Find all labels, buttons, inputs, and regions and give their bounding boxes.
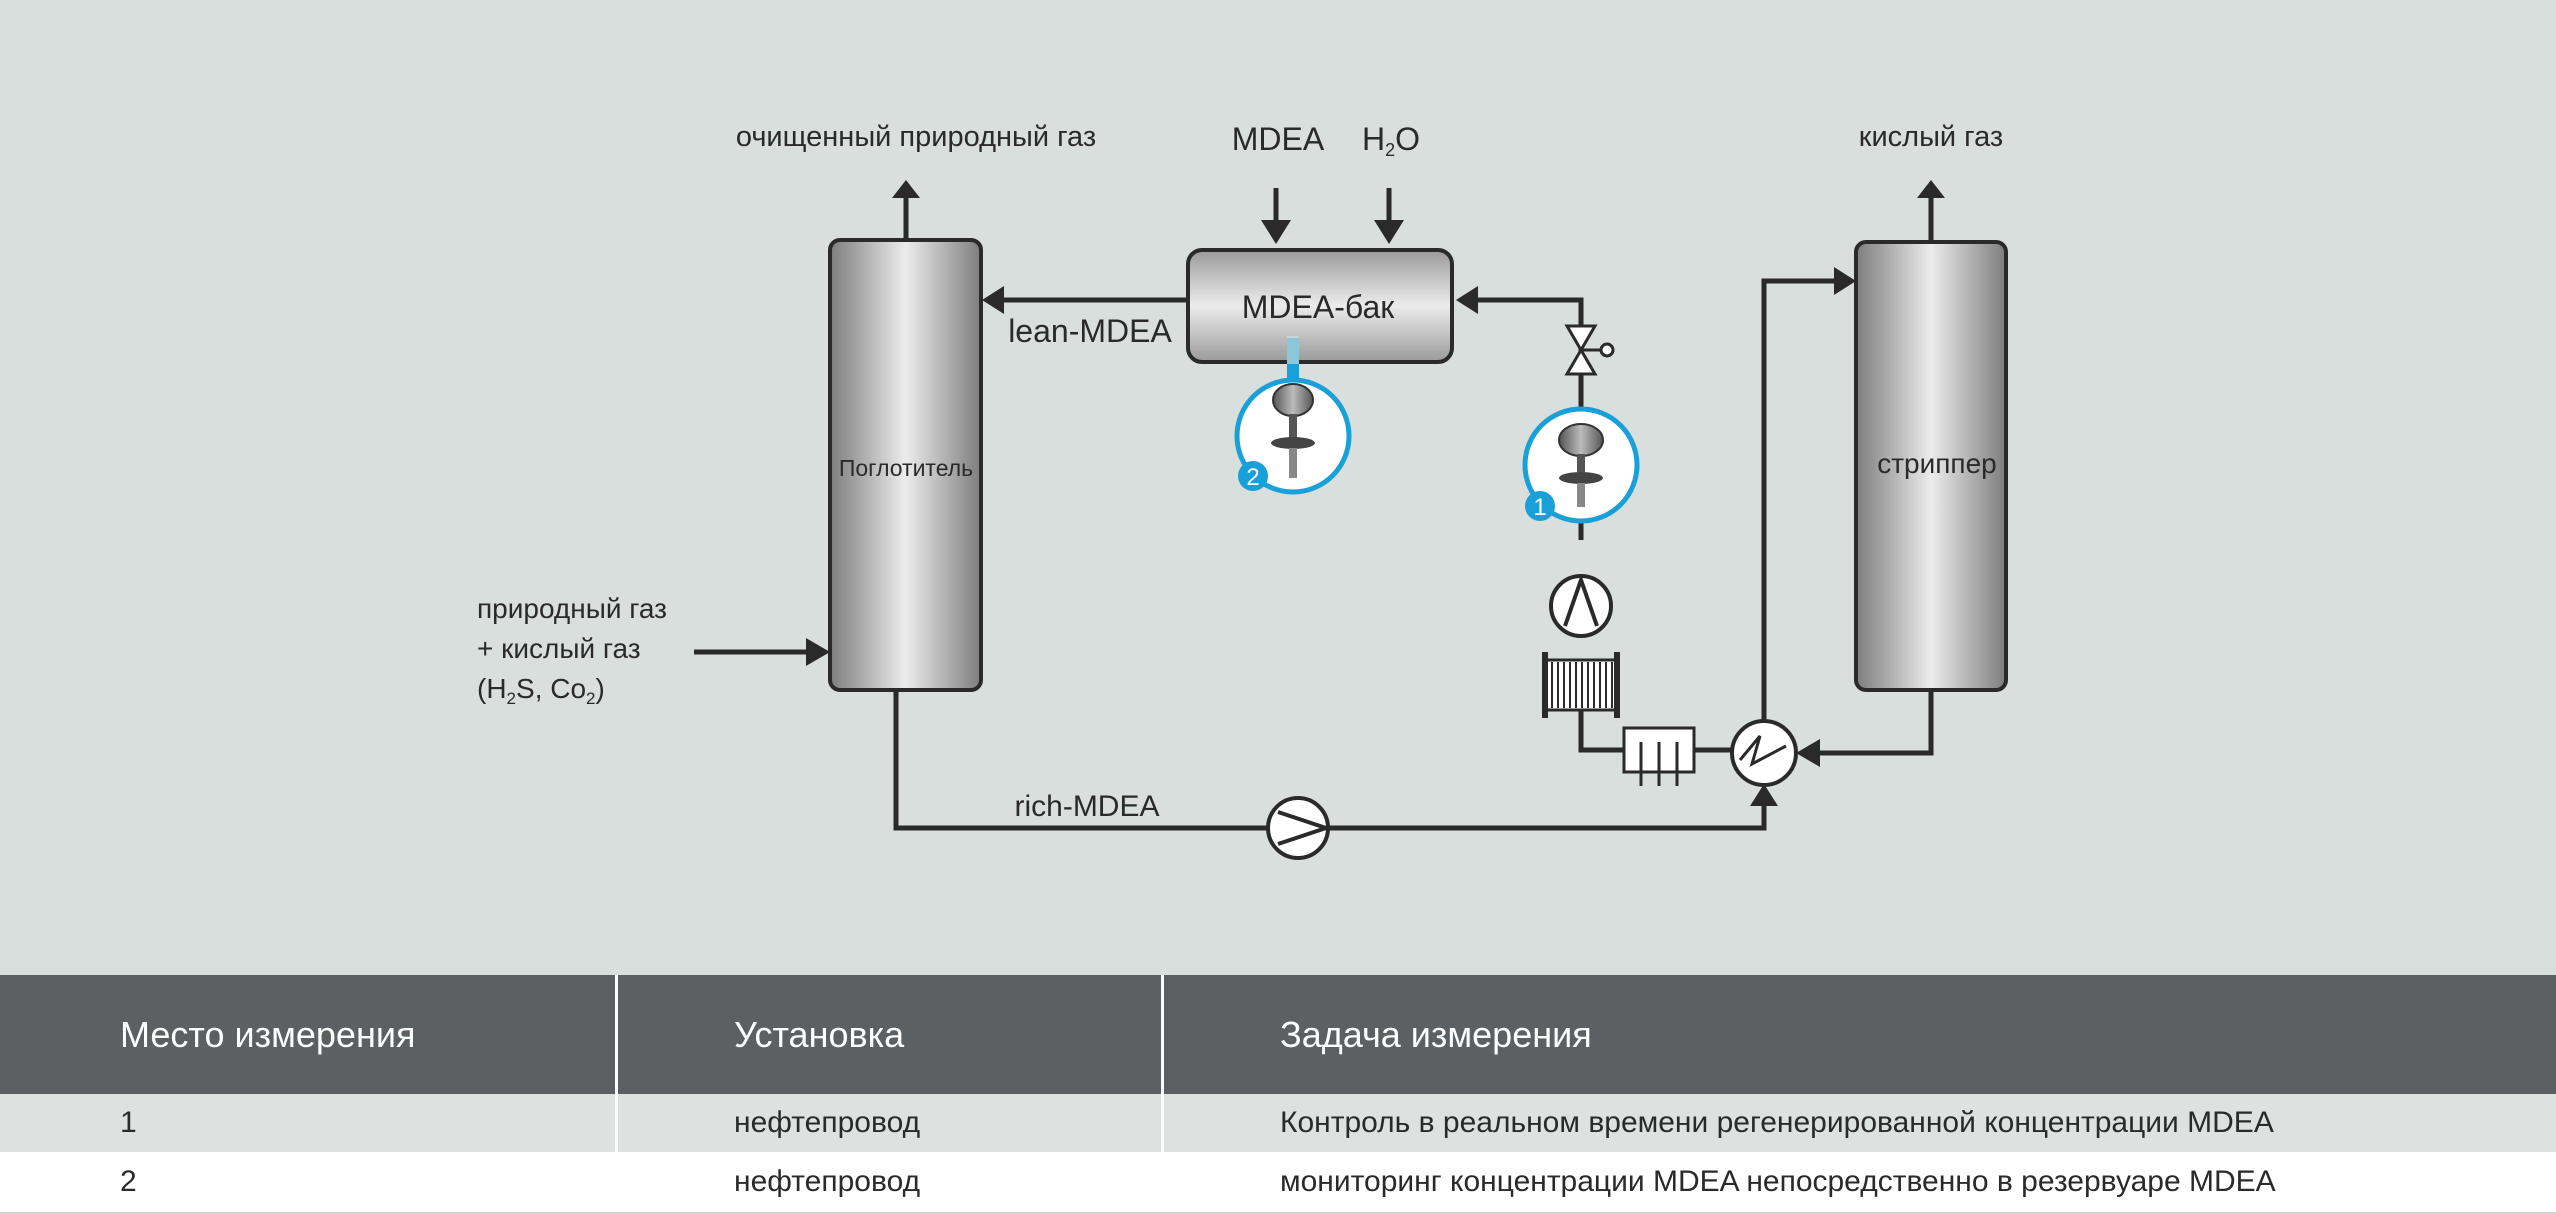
- mdea-tank: [1186, 248, 1454, 364]
- valve-upper: [1564, 324, 1598, 353]
- table-header-row: Место измерения Установка Задача измерен…: [0, 975, 2556, 1094]
- stripper-bottom-arrow: [1796, 739, 1820, 767]
- stripper-feed-arrow: [1834, 267, 1856, 295]
- sensor-2: 2: [1234, 377, 1352, 495]
- hx-body: [1730, 719, 1798, 787]
- header-installation: Установка: [734, 1013, 905, 1055]
- clean-gas-label: очищенный природный газ: [736, 121, 1096, 153]
- cooler-icon: [1542, 652, 1620, 718]
- return-to-tank-arrow: [1456, 286, 1478, 314]
- absorber-column: [828, 238, 983, 692]
- sensor-probe-2: [1289, 448, 1297, 478]
- row-1-installation: нефтепровод: [734, 1106, 921, 1139]
- sensor-head-2: [1272, 383, 1314, 417]
- sensor-stem-1: [1577, 454, 1585, 472]
- feed-label-line-3: (H2S, Co2): [477, 673, 605, 708]
- row-2-point: 2: [120, 1165, 137, 1198]
- pump-2-symbol: [1277, 810, 1333, 846]
- sensor-1: 1: [1522, 406, 1640, 524]
- mdea-feed-label: MDEA: [1232, 121, 1325, 157]
- absorber-label: Поглотитель: [839, 455, 973, 481]
- marker-2-label: 2: [1246, 464, 1259, 491]
- sensor-stem-2: [1289, 414, 1297, 440]
- cooler-fins: [1551, 662, 1613, 708]
- header-measure-point: Место измерения: [120, 1013, 416, 1055]
- valve-lower: [1564, 347, 1598, 376]
- valve-icon: [1564, 324, 1615, 376]
- pump-1-symbol: [1563, 573, 1599, 627]
- column-separator-1: [615, 975, 618, 1152]
- feed-label-line-1: природный газ: [477, 593, 667, 624]
- stripper-label: стриппер: [1877, 448, 1997, 479]
- feed-line3-sub1: 2: [507, 689, 516, 708]
- row-2-installation: нефтепровод: [734, 1165, 921, 1198]
- heat-exchanger-icon: [1730, 719, 1798, 787]
- marker-1-badge: [1525, 491, 1555, 521]
- process-diagram-svg: 2 1: [477, 121, 2008, 860]
- tank-sensor-stub-highlight: [1287, 336, 1299, 364]
- tank-label: MDEA-бак: [1242, 289, 1396, 325]
- row-1-point: 1: [120, 1106, 137, 1139]
- lean-mdea-arrow: [982, 286, 1004, 314]
- feed-gas-arrow: [806, 638, 830, 666]
- feed-line3-b: S, Co: [516, 673, 586, 704]
- feed-label-line-2: + кислый газ: [477, 633, 641, 664]
- acid-gas-arrow: [1917, 180, 1945, 198]
- rich-mdea-arrow: [1750, 784, 1778, 806]
- row-1-task: Контроль в реальном времени регенерирова…: [1280, 1106, 2274, 1139]
- pump-icon: [1549, 573, 1613, 638]
- sensor-head-1: [1558, 423, 1604, 457]
- h2o-tail: O: [1395, 121, 1420, 157]
- stripper-bottom-pipe: [1818, 690, 1934, 756]
- pump-icon: [1266, 796, 1333, 860]
- column-separator-2: [1161, 975, 1164, 1152]
- measurement-table: Место измерения Установка Задача измерен…: [0, 975, 2556, 1214]
- process-diagram: 2 1: [0, 0, 2556, 975]
- sensor-flange-2: [1271, 437, 1315, 449]
- table-row: 1 нефтепровод Контроль в реальном времен…: [0, 1094, 2556, 1152]
- stripper-feed-pipe: [1761, 278, 1836, 722]
- filter-icon: [1622, 726, 1696, 786]
- row-2-task: мониторинг концентрации MDEA непосредств…: [1280, 1165, 2276, 1198]
- clean-gas-arrow: [892, 180, 920, 198]
- h2o-sub: 2: [1385, 140, 1395, 160]
- sensor-probe-1: [1577, 483, 1585, 507]
- h2o-feed-arrow: [1374, 220, 1404, 244]
- header-task: Задача измерения: [1280, 1013, 1592, 1055]
- valve-actuator: [1599, 342, 1615, 358]
- stripper-column: [1854, 240, 2008, 692]
- pump-2-body: [1266, 796, 1330, 860]
- mdea-feed-arrow: [1261, 220, 1291, 244]
- h2o-label: H2O: [1362, 121, 1420, 160]
- feed-line3-a: (H: [477, 673, 507, 704]
- h2o-base: H: [1362, 121, 1385, 157]
- sensor-flange-1: [1559, 472, 1603, 484]
- feed-line3-sub2: 2: [586, 689, 595, 708]
- rich-mdea-label: rich-MDEA: [1014, 790, 1159, 823]
- acid-gas-label: кислый газ: [1859, 121, 2003, 153]
- hx-coil: [1738, 735, 1787, 767]
- marker-2-badge: [1238, 461, 1268, 491]
- feed-line3-c: ): [596, 673, 605, 704]
- table-row: 2 нефтепровод мониторинг концентрации MD…: [0, 1152, 2556, 1214]
- marker-1-label: 1: [1533, 494, 1546, 521]
- lean-mdea-label: lean-MDEA: [1008, 313, 1172, 349]
